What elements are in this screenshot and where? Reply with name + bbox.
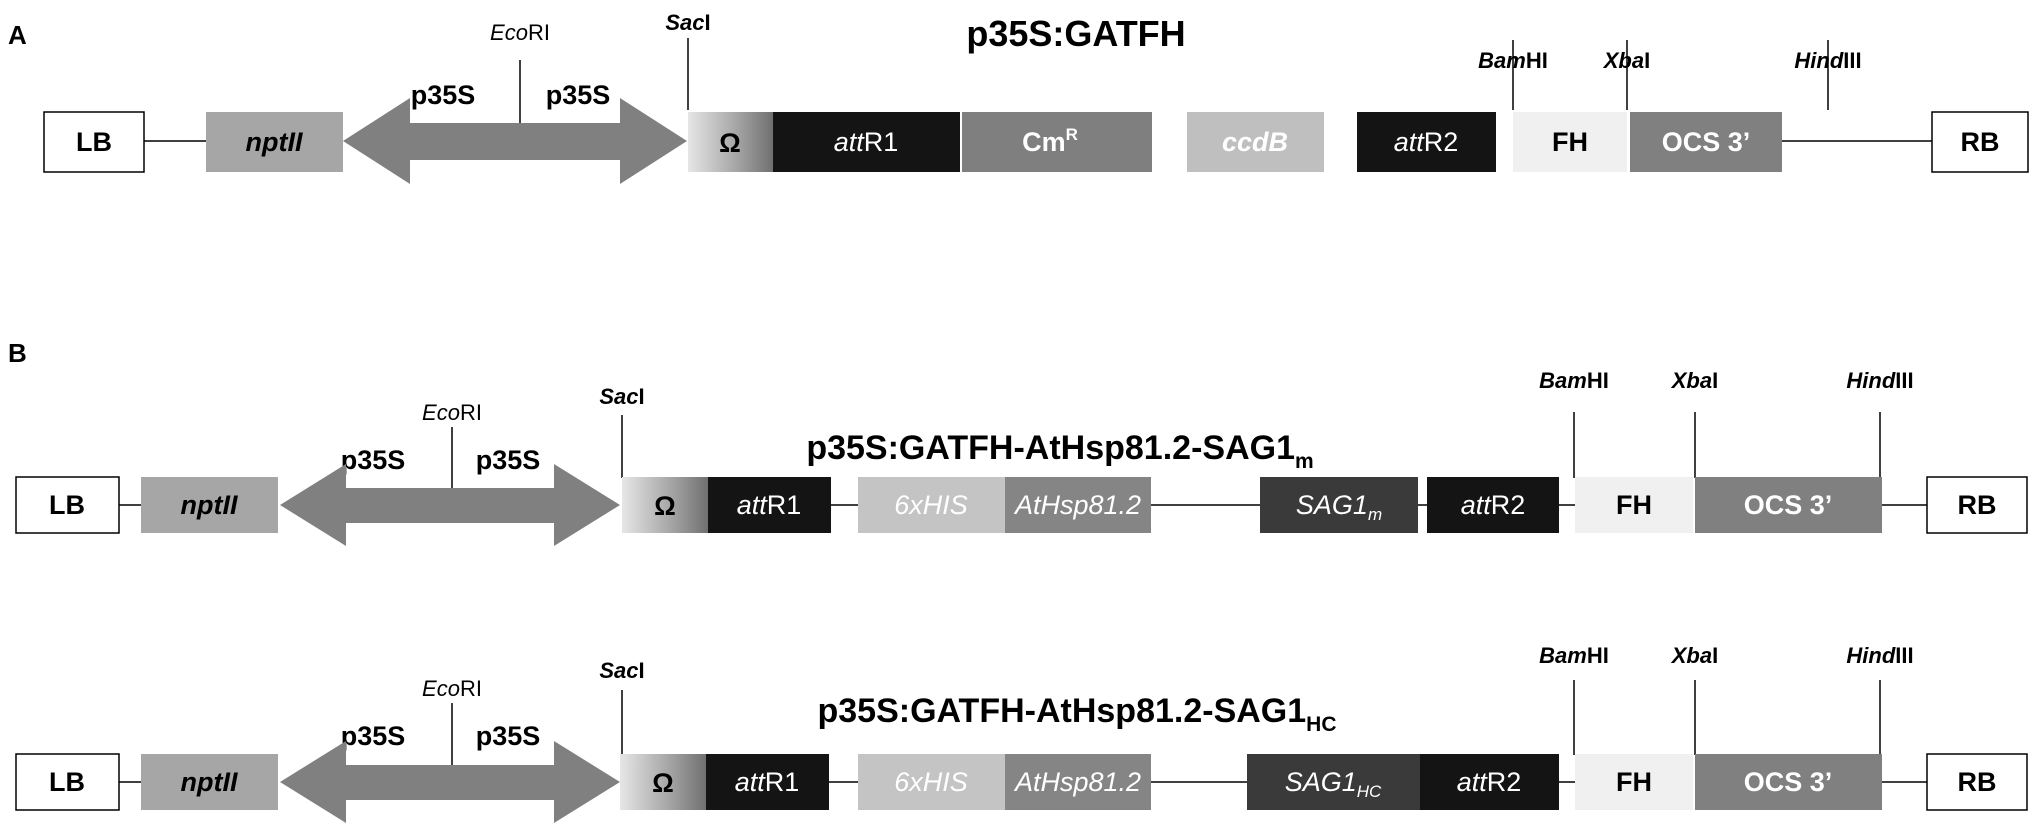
omega-box: [688, 112, 773, 172]
lb-label: LB: [49, 767, 85, 797]
ecori-site-label: EcoRI: [490, 20, 550, 45]
cmr-box: [962, 112, 1152, 172]
panel-a: A p35S:GATFH EcoRI SacI BamHI XbaI HindI…: [8, 10, 2029, 184]
p35s-double-arrow: [280, 464, 620, 546]
fh-box: [1575, 754, 1693, 810]
fh-box: [1575, 477, 1693, 533]
attr1-box: [773, 112, 960, 172]
omega-label: Ω: [652, 768, 674, 798]
attr1-label: attR1: [737, 490, 802, 520]
p35s-double-arrow: [343, 98, 687, 184]
ecori-site-label: EcoRI: [422, 400, 482, 425]
sag1-box: [1260, 477, 1418, 533]
omega-label: Ω: [654, 491, 676, 521]
cmr-label: CmR: [1022, 125, 1078, 157]
attr2-label: attR2: [1394, 127, 1459, 157]
ocs-box: [1695, 477, 1882, 533]
p35s-double-arrow: [280, 741, 620, 823]
p35s-right-label: p35S: [476, 445, 541, 475]
lb-label: LB: [49, 490, 85, 520]
panel-a-title: p35S:GATFH: [966, 13, 1185, 54]
his-tag-box: [858, 477, 1005, 533]
attr2-box: [1427, 477, 1559, 533]
omega-box: [622, 477, 708, 533]
lb-box: [15, 753, 120, 811]
p35s-left-label: p35S: [411, 80, 476, 110]
construct-title: p35S:GATFH-AtHsp81.2-SAG1m: [806, 429, 1313, 473]
ecori-site-label: EcoRI: [422, 676, 482, 701]
p35s-left-label: p35S: [341, 445, 406, 475]
lb-label: LB: [76, 127, 112, 157]
fh-label: FH: [1616, 767, 1652, 797]
p35s-right-label: p35S: [476, 721, 541, 751]
lb-box: [43, 111, 145, 173]
attr2-label: attR2: [1457, 767, 1522, 797]
omega-box: [620, 754, 706, 810]
rb-box: [1926, 476, 2028, 534]
ccdb-box: [1187, 112, 1324, 172]
hindiii-site-label: HindIII: [1794, 48, 1861, 73]
saci-site-label: SacI: [599, 384, 644, 409]
saci-site-label: SacI: [599, 658, 644, 683]
athsp-label: AtHsp81.2: [1013, 490, 1141, 520]
ocs-label: OCS 3’: [1662, 127, 1751, 157]
sag1-box: [1247, 754, 1420, 810]
attr2-box: [1357, 112, 1496, 172]
rb-label: RB: [1961, 127, 2000, 157]
bamhi-site-label: BamHI: [1478, 48, 1548, 73]
saci-site-label: SacI: [665, 10, 710, 35]
construct-title: p35S:GATFH-AtHsp81.2-SAG1HC: [817, 692, 1336, 736]
panel-a-label: A: [8, 20, 27, 50]
nptii-label: nptII: [181, 490, 238, 520]
rb-box: [1931, 111, 2029, 173]
ocs-label: OCS 3’: [1744, 767, 1833, 797]
xbai-site-label: XbaI: [1670, 643, 1718, 668]
attr1-label: attR1: [834, 127, 899, 157]
sag1-label: SAG1m: [1296, 490, 1382, 524]
attr2-label: attR2: [1461, 490, 1526, 520]
ocs-box: [1695, 754, 1882, 810]
fh-box: [1513, 112, 1627, 172]
panel-b-construct-sag1m: p35S:GATFH-AtHsp81.2-SAG1m EcoRI SacI Ba…: [15, 368, 2028, 546]
nptii-box: [141, 477, 278, 533]
attr2-box: [1420, 754, 1559, 810]
sag1-label: SAG1HC: [1285, 767, 1382, 801]
nptii-box: [206, 112, 343, 172]
xbai-site-label: XbaI: [1670, 368, 1718, 393]
rb-label: RB: [1958, 490, 1997, 520]
attr1-box: [708, 477, 831, 533]
omega-label: Ω: [719, 128, 741, 158]
nptii-box: [141, 754, 278, 810]
his-tag-label: 6xHIS: [894, 767, 968, 797]
nptii-label: nptII: [246, 127, 303, 157]
ocs-box: [1630, 112, 1782, 172]
attr1-label: attR1: [735, 767, 800, 797]
athsp-box: [1005, 754, 1151, 810]
his-tag-box: [858, 754, 1005, 810]
hindiii-site-label: HindIII: [1846, 643, 1913, 668]
athsp-box: [1005, 477, 1151, 533]
bamhi-site-label: BamHI: [1539, 643, 1609, 668]
xbai-site-label: XbaI: [1602, 48, 1650, 73]
athsp-label: AtHsp81.2: [1013, 767, 1141, 797]
rb-box: [1926, 753, 2028, 811]
p35s-left-label: p35S: [341, 721, 406, 751]
attr1-box: [706, 754, 829, 810]
fh-label: FH: [1552, 127, 1588, 157]
fh-label: FH: [1616, 490, 1652, 520]
ocs-label: OCS 3’: [1744, 490, 1833, 520]
p35s-right-label: p35S: [546, 80, 611, 110]
panel-b-label: B: [8, 338, 27, 368]
his-tag-label: 6xHIS: [894, 490, 968, 520]
panel-b-construct-sag1hc: p35S:GATFH-AtHsp81.2-SAG1HC EcoRI SacI B…: [15, 643, 2028, 823]
nptii-label: nptII: [181, 767, 238, 797]
ccdb-label: ccdB: [1222, 127, 1288, 157]
bamhi-site-label: BamHI: [1539, 368, 1609, 393]
lb-box: [15, 476, 120, 534]
hindiii-site-label: HindIII: [1846, 368, 1913, 393]
rb-label: RB: [1958, 767, 1997, 797]
